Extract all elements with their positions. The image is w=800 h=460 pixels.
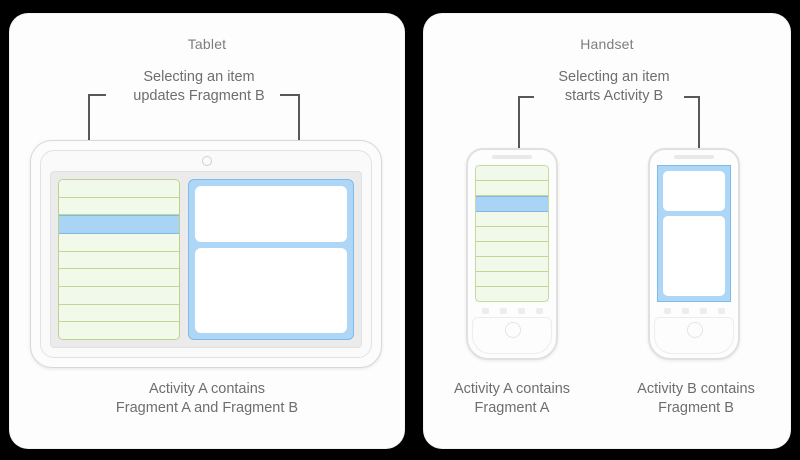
- phone-left-caption: Activity A contains Fragment A: [453, 381, 571, 416]
- phone-left-screen: [475, 165, 549, 302]
- list-item[interactable]: [59, 251, 179, 270]
- list-item[interactable]: [59, 234, 179, 252]
- handset-phone-right: [648, 148, 740, 360]
- list-item[interactable]: [59, 287, 179, 305]
- list-item[interactable]: [476, 242, 548, 257]
- handset-callout-text: Selecting an item starts Activity B: [558, 69, 670, 104]
- handset-phone-left: [466, 148, 558, 360]
- tablet-bezel: [40, 150, 372, 358]
- tablet-device: [30, 140, 382, 368]
- phone-left-softkeys: [476, 306, 548, 315]
- detail-body-panel: [195, 248, 347, 333]
- phone-right-screen: [657, 165, 731, 302]
- tablet-panel-title: Tablet: [187, 36, 227, 52]
- list-item[interactable]: [59, 180, 179, 198]
- tablet-caption: Activity A contains Fragment A and Fragm…: [115, 381, 299, 416]
- search-icon[interactable]: [717, 307, 725, 314]
- list-item[interactable]: [59, 197, 179, 216]
- speaker-icon: [674, 155, 714, 159]
- phone-detail-fragment-b[interactable]: [657, 165, 731, 302]
- home-icon[interactable]: [517, 307, 525, 314]
- list-item[interactable]: [476, 227, 548, 242]
- detail-header-panel: [663, 171, 725, 211]
- trackball-icon[interactable]: [505, 322, 521, 338]
- detail-header-panel: [195, 186, 347, 242]
- list-item[interactable]: [59, 304, 179, 323]
- speaker-icon: [492, 155, 532, 159]
- phone-list-fragment-a[interactable]: [475, 165, 549, 302]
- list-item[interactable]: [476, 181, 548, 196]
- trackball-icon[interactable]: [687, 322, 703, 338]
- list-item[interactable]: [476, 272, 548, 287]
- camera-icon: [202, 156, 212, 166]
- list-item[interactable]: [476, 257, 548, 272]
- phone-right-caption: Activity B contains Fragment B: [637, 381, 755, 416]
- menu-icon[interactable]: [499, 307, 507, 314]
- tablet-callout-text: Selecting an item updates Fragment B: [133, 69, 265, 104]
- home-icon[interactable]: [699, 307, 707, 314]
- list-item-selected[interactable]: [59, 215, 179, 235]
- phone-right-softkeys: [658, 306, 730, 315]
- phone-right-chin: [654, 317, 734, 354]
- back-icon[interactable]: [663, 307, 671, 314]
- handset-panel-title: Handset: [580, 36, 634, 52]
- menu-icon[interactable]: [681, 307, 689, 314]
- list-item[interactable]: [476, 287, 548, 301]
- list-item[interactable]: [476, 212, 548, 227]
- list-item[interactable]: [59, 269, 179, 288]
- search-icon[interactable]: [535, 307, 543, 314]
- list-item-selected[interactable]: [476, 196, 548, 212]
- tablet-screen: [50, 171, 362, 348]
- back-icon[interactable]: [481, 307, 489, 314]
- list-item[interactable]: [476, 166, 548, 181]
- detail-body-panel: [663, 216, 725, 296]
- tablet-list-fragment-a[interactable]: [58, 179, 180, 340]
- list-item[interactable]: [59, 322, 179, 339]
- phone-left-chin: [472, 317, 552, 354]
- tablet-detail-fragment-b[interactable]: [188, 179, 354, 340]
